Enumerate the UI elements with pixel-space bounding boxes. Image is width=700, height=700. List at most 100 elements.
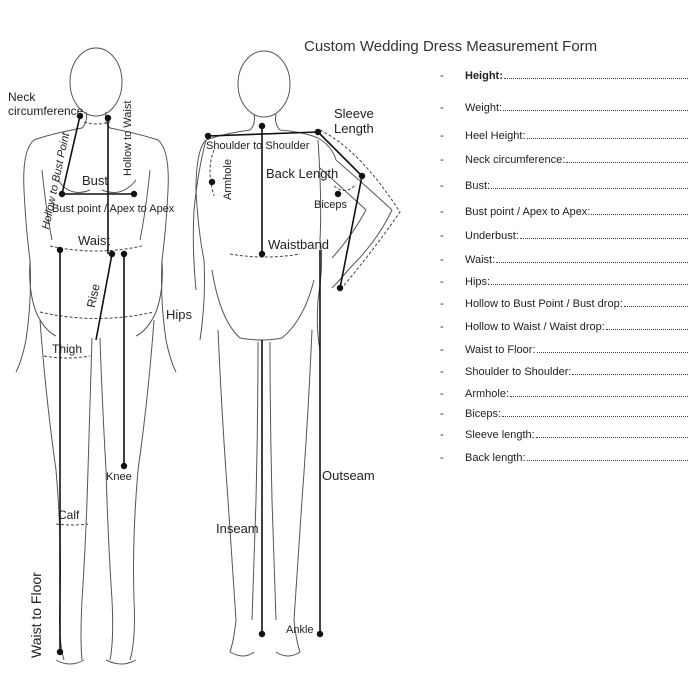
ankle-label: Ankle <box>286 624 314 636</box>
form-field-label: Height: <box>465 70 503 82</box>
form-field-bullet: - <box>440 180 444 192</box>
form-field-bullet: - <box>440 102 444 114</box>
form-field-row: - Sleeve length: <box>438 429 688 443</box>
calf-label: Calf <box>58 508 80 522</box>
form-field-blank-line[interactable] <box>491 276 688 285</box>
back-measurement-lines <box>207 126 363 634</box>
inseam-label: Inseam <box>216 521 259 536</box>
form-field-blank-line[interactable] <box>496 254 688 263</box>
neck-label: Neck <box>8 90 36 104</box>
form-field-blank-line[interactable] <box>605 321 688 330</box>
form-field-bullet: - <box>440 321 444 333</box>
front-measurement-lines <box>59 115 134 652</box>
form-field-bullet: - <box>440 230 444 242</box>
hollow-to-waist-label: Hollow to Waist <box>122 100 134 176</box>
form-field-row: - Underbust: <box>438 230 688 244</box>
form-field[interactable]: Hollow to Bust Point / Bust drop: <box>465 298 688 310</box>
form-field-bullet: - <box>440 366 444 378</box>
form-field[interactable]: Neck circumference: <box>465 154 688 166</box>
form-field[interactable]: Shoulder to Shoulder: <box>465 366 688 378</box>
form-field[interactable]: Weight: <box>465 102 688 114</box>
form-field-bullet: - <box>440 452 444 464</box>
form-field-row: - Height: <box>438 70 688 84</box>
form-field[interactable]: Armhole: <box>465 388 688 400</box>
form-field-blank-line[interactable] <box>503 102 688 111</box>
form-field[interactable]: Hips: <box>465 276 688 288</box>
form-field-bullet: - <box>440 276 444 288</box>
form-field[interactable]: Hollow to Waist / Waist drop: <box>465 321 688 333</box>
form-field-row: - Hollow to Bust Point / Bust drop: <box>438 298 688 312</box>
form-field-label: Back length: <box>465 452 526 464</box>
form-field-blank-line[interactable] <box>535 429 688 438</box>
form-field-blank-line[interactable] <box>491 180 688 189</box>
form-field-bullet: - <box>440 70 444 82</box>
form-field-row: -Waist to Floor: <box>438 344 688 358</box>
form-field-blank-line[interactable] <box>526 452 688 461</box>
form-field-bullet: - <box>440 429 444 441</box>
waist-to-floor-label: Waist to Floor <box>28 572 44 658</box>
form-field[interactable]: Waist to Floor: <box>465 344 688 356</box>
form-field-row: - Heel Height: <box>438 130 688 144</box>
form-field-label: Hips: <box>465 276 491 288</box>
form-field[interactable]: Height: <box>465 70 688 82</box>
form-field-label: Bust point / Apex to Apex: <box>465 206 591 218</box>
bust-point-label: Bust point / Apex to Apex <box>52 203 175 215</box>
form-field-label: Heel Height: <box>465 130 526 142</box>
form-field-label: Bust: <box>465 180 491 192</box>
form-field[interactable]: Underbust: <box>465 230 688 242</box>
form-field[interactable]: Sleeve length: <box>465 429 688 441</box>
form-field-row: - Hips: <box>438 276 688 290</box>
form-field-row: - Shoulder to Shoulder: <box>438 366 688 380</box>
form-field-blank-line[interactable] <box>623 298 688 307</box>
form-field-blank-line[interactable] <box>510 388 688 397</box>
form-field-bullet: - <box>440 154 444 166</box>
sleeve-length-label: Length <box>334 121 374 136</box>
form-field-bullet: - <box>440 408 444 420</box>
form-field-bullet: - <box>440 388 444 400</box>
form-field-bullet: - <box>440 206 444 218</box>
form-field-label: Biceps: <box>465 408 502 420</box>
knee-label: Knee <box>106 471 132 483</box>
form-field-blank-line[interactable] <box>502 408 688 417</box>
thigh-label: Thigh <box>52 342 83 356</box>
form-field[interactable]: Bust: <box>465 180 688 192</box>
form-field[interactable]: Biceps: <box>465 408 688 420</box>
form-field-blank-line[interactable] <box>503 70 688 79</box>
bust-label: Bust <box>82 173 109 188</box>
form-field-row: - Bust: <box>438 180 688 194</box>
front-measurement-points <box>56 112 138 656</box>
form-field[interactable]: Waist: <box>465 254 688 266</box>
form-field-bullet: - <box>440 130 444 142</box>
form-field[interactable]: Heel Height: <box>465 130 688 142</box>
form-field-blank-line[interactable] <box>526 130 688 139</box>
form-field[interactable]: Back length: <box>465 452 688 464</box>
form-field-blank-line[interactable] <box>519 230 688 239</box>
back-measurement-points <box>204 122 366 638</box>
form-field-row: - Neck circumference: <box>438 154 688 168</box>
form-field-label: Weight: <box>465 102 503 114</box>
form-field-label: Waist to Floor: <box>465 344 536 356</box>
form-field-blank-line[interactable] <box>572 366 688 375</box>
neck-circumference-label: circumference <box>8 104 84 118</box>
form-field-blank-line[interactable] <box>591 206 688 215</box>
form-field-bullet: - <box>440 254 444 266</box>
form-field-blank-line[interactable] <box>566 154 688 163</box>
form-field-bullet: - <box>440 298 444 310</box>
outseam-label: Outseam <box>322 468 375 483</box>
form-field-row: - Back length: <box>438 452 688 466</box>
form-field-row: - Waist: <box>438 254 688 268</box>
shoulder-to-shoulder-label: Shoulder to Shoulder <box>206 140 310 152</box>
form-field-label: Waist: <box>465 254 496 266</box>
form-field[interactable]: Bust point / Apex to Apex: <box>465 206 688 218</box>
form-field-label: Hollow to Bust Point / Bust drop: <box>465 298 623 310</box>
form-field-row: - Armhole: <box>438 388 688 402</box>
armhole-label: Armhole <box>222 159 234 200</box>
form-field-label: Hollow to Waist / Waist drop: <box>465 321 605 333</box>
form-field-row: - Hollow to Waist / Waist drop: <box>438 321 688 335</box>
form-field-blank-line[interactable] <box>536 344 688 353</box>
form-field-label: Neck circumference: <box>465 154 566 166</box>
biceps-label: Biceps <box>314 199 348 211</box>
form-field-label: Sleeve length: <box>465 429 535 441</box>
form-field-row: - Bust point / Apex to Apex: <box>438 206 688 220</box>
